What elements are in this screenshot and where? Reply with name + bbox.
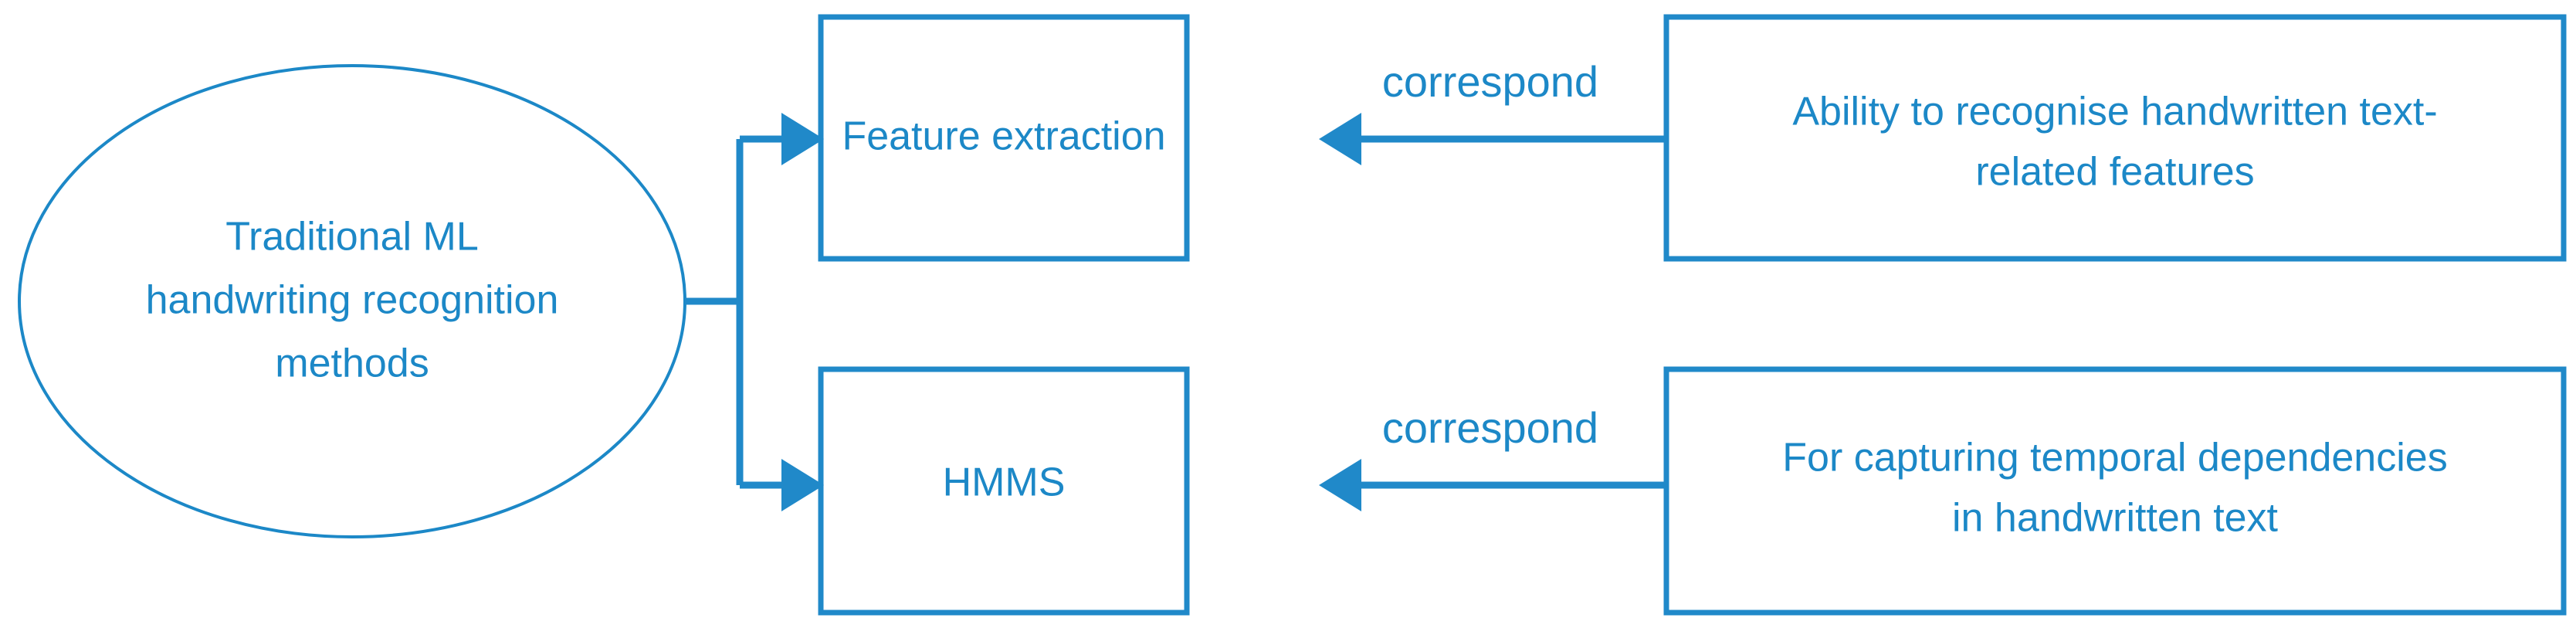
temporal-label-line-2: in handwritten text — [1952, 496, 2279, 541]
process-node-feature-extraction[interactable]: Feature extraction — [818, 14, 1190, 262]
arrow-head-correspond-top — [1319, 113, 1361, 165]
ability-label-line-2: related features — [1975, 150, 2254, 195]
root-node-label-line-1: Traditional ML — [225, 215, 479, 260]
arrow-head-to-hmms — [781, 459, 824, 511]
root-node-label-line-3: methods — [275, 341, 429, 386]
ability-label-line-1: Ability to recognise handwritten text- — [1792, 90, 2437, 134]
branch-connector — [685, 113, 824, 511]
description-node-ability-to-recognise[interactable]: Ability to recognise handwritten text- r… — [1663, 14, 2567, 262]
feature-extraction-label: Feature extraction — [842, 114, 1165, 159]
correspond-edge-bottom: correspond — [1319, 403, 1666, 511]
hmms-box-shape — [818, 366, 1190, 616]
hmms-label: HMMS — [943, 460, 1066, 505]
correspond-label-bottom: correspond — [1382, 403, 1598, 452]
ability-box-shape — [1663, 14, 2567, 262]
correspond-edge-top: correspond — [1319, 57, 1666, 165]
correspond-label-top: correspond — [1382, 57, 1598, 106]
temporal-box-shape — [1663, 366, 2567, 616]
description-node-temporal-dependencies[interactable]: For capturing temporal dependencies in h… — [1663, 366, 2567, 616]
process-node-hmms[interactable]: HMMS — [818, 366, 1190, 616]
root-node-label-line-2: handwriting recognition — [146, 278, 559, 323]
arrow-head-to-feature-extraction — [781, 113, 824, 165]
temporal-label-line-1: For capturing temporal dependencies — [1782, 436, 2447, 480]
arrow-head-correspond-bottom — [1319, 459, 1361, 511]
feature-extraction-box-shape — [818, 14, 1190, 262]
root-node-ellipse[interactable]: Traditional ML handwriting recognition m… — [18, 64, 686, 538]
